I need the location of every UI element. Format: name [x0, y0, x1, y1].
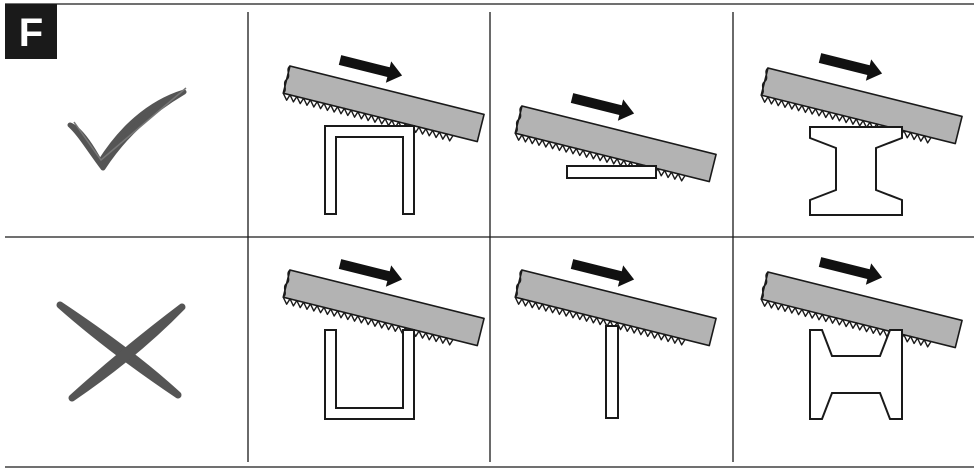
upright-bar-profile [605, 325, 619, 419]
checkmark-icon [67, 87, 187, 171]
i-beam-profile [809, 126, 903, 216]
direction-arrow-icon [569, 87, 637, 125]
saw-blade [279, 268, 485, 353]
cell-correct-u-channel-inverted [279, 49, 485, 215]
section-badge-label: F [19, 11, 43, 55]
cell-incorrect-t-web-upright [511, 253, 717, 419]
cell-correct-i-beam [757, 47, 963, 216]
u-channel-inverted-profile [324, 125, 415, 215]
cell-incorrect-u-channel [279, 253, 485, 420]
u-channel-profile [324, 329, 415, 420]
cell-incorrect-i-beam-sideways [757, 251, 963, 420]
cell-correct-flat-bar [511, 87, 717, 189]
direction-arrow-icon [817, 47, 885, 85]
section-badge: F [5, 4, 57, 59]
direction-arrow-icon [817, 251, 885, 289]
flat-bar-profile [566, 165, 657, 179]
i-beam-sideways-profile [809, 329, 903, 420]
grid-frame [5, 3, 974, 468]
saw-blade [757, 270, 963, 355]
cross-icon [56, 301, 186, 402]
